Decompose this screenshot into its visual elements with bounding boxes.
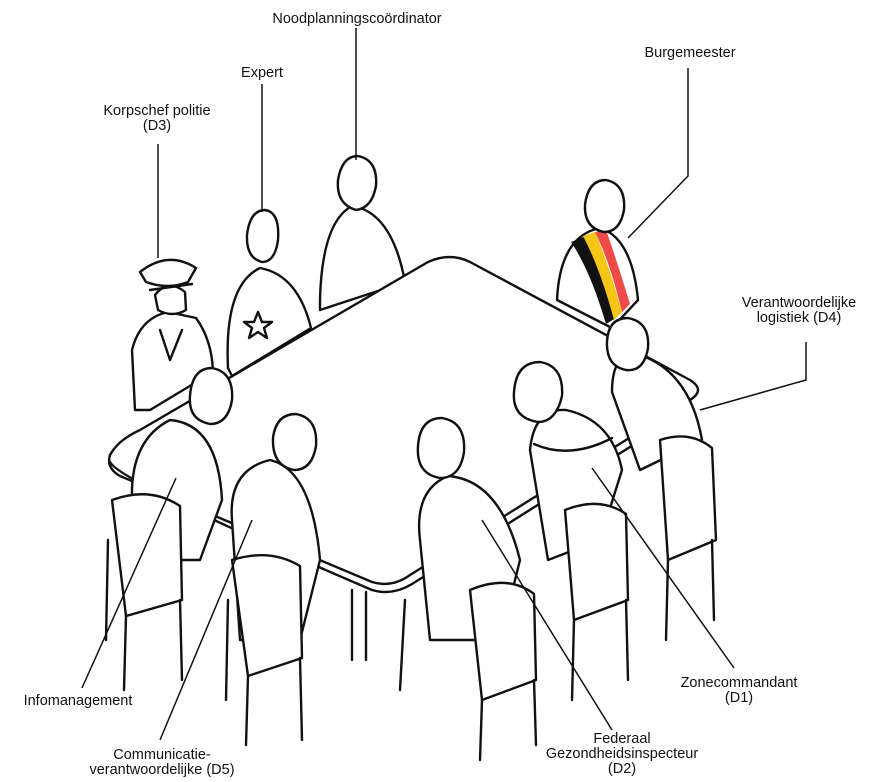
label-zonecommandant: Zonecommandant (D1) bbox=[664, 676, 814, 706]
label-federaal: Federaal Gezondheidsinspecteur (D2) bbox=[532, 732, 712, 777]
label-logistiek-line2: logistiek (D4) bbox=[756, 310, 842, 326]
figure-korpschef bbox=[130, 258, 215, 412]
leader-lines bbox=[81, 28, 807, 741]
label-logistiek: Verantwoordelijke logistiek (D4) bbox=[724, 296, 874, 326]
label-logistiek-line1: Verantwoordelijke bbox=[741, 295, 857, 311]
label-expert-text: Expert bbox=[241, 65, 283, 81]
label-federaal-line3: (D2) bbox=[607, 761, 637, 777]
label-infomanagement: Infomanagement bbox=[8, 694, 148, 709]
label-communicatie: Communicatie- verantwoordelijke (D5) bbox=[62, 748, 262, 778]
figure-communicatie bbox=[224, 412, 322, 747]
label-communicatie-line2: verantwoordelijke (D5) bbox=[89, 762, 235, 778]
label-zonecommandant-line1: Zonecommandant bbox=[680, 675, 798, 691]
figure-burgemeester bbox=[555, 178, 640, 330]
label-korpschef-line2: (D3) bbox=[142, 118, 172, 134]
label-noodplanning-text: Noodplanningscoördinator bbox=[272, 11, 442, 27]
label-burgemeester: Burgemeester bbox=[620, 46, 760, 61]
figure-federaal bbox=[398, 416, 538, 762]
label-federaal-line1: Federaal bbox=[593, 731, 651, 747]
label-infomanagement-text: Infomanagement bbox=[23, 693, 133, 709]
label-noodplanning: Noodplanningscoördinator bbox=[247, 12, 467, 27]
figure-zonecommandant bbox=[512, 360, 630, 702]
label-expert: Expert bbox=[222, 66, 302, 81]
label-korpschef: Korpschef politie (D3) bbox=[82, 104, 232, 134]
label-korpschef-line1: Korpschef politie bbox=[103, 103, 211, 119]
label-zonecommandant-line2: (D1) bbox=[724, 690, 754, 706]
figure-noodplanning bbox=[318, 154, 407, 312]
label-burgemeester-text: Burgemeester bbox=[644, 45, 736, 61]
figure-expert bbox=[226, 208, 313, 378]
label-communicatie-line1: Communicatie- bbox=[113, 747, 211, 763]
figure-logistiek bbox=[605, 316, 718, 642]
label-federaal-line2: Gezondheidsinspecteur bbox=[545, 746, 699, 762]
